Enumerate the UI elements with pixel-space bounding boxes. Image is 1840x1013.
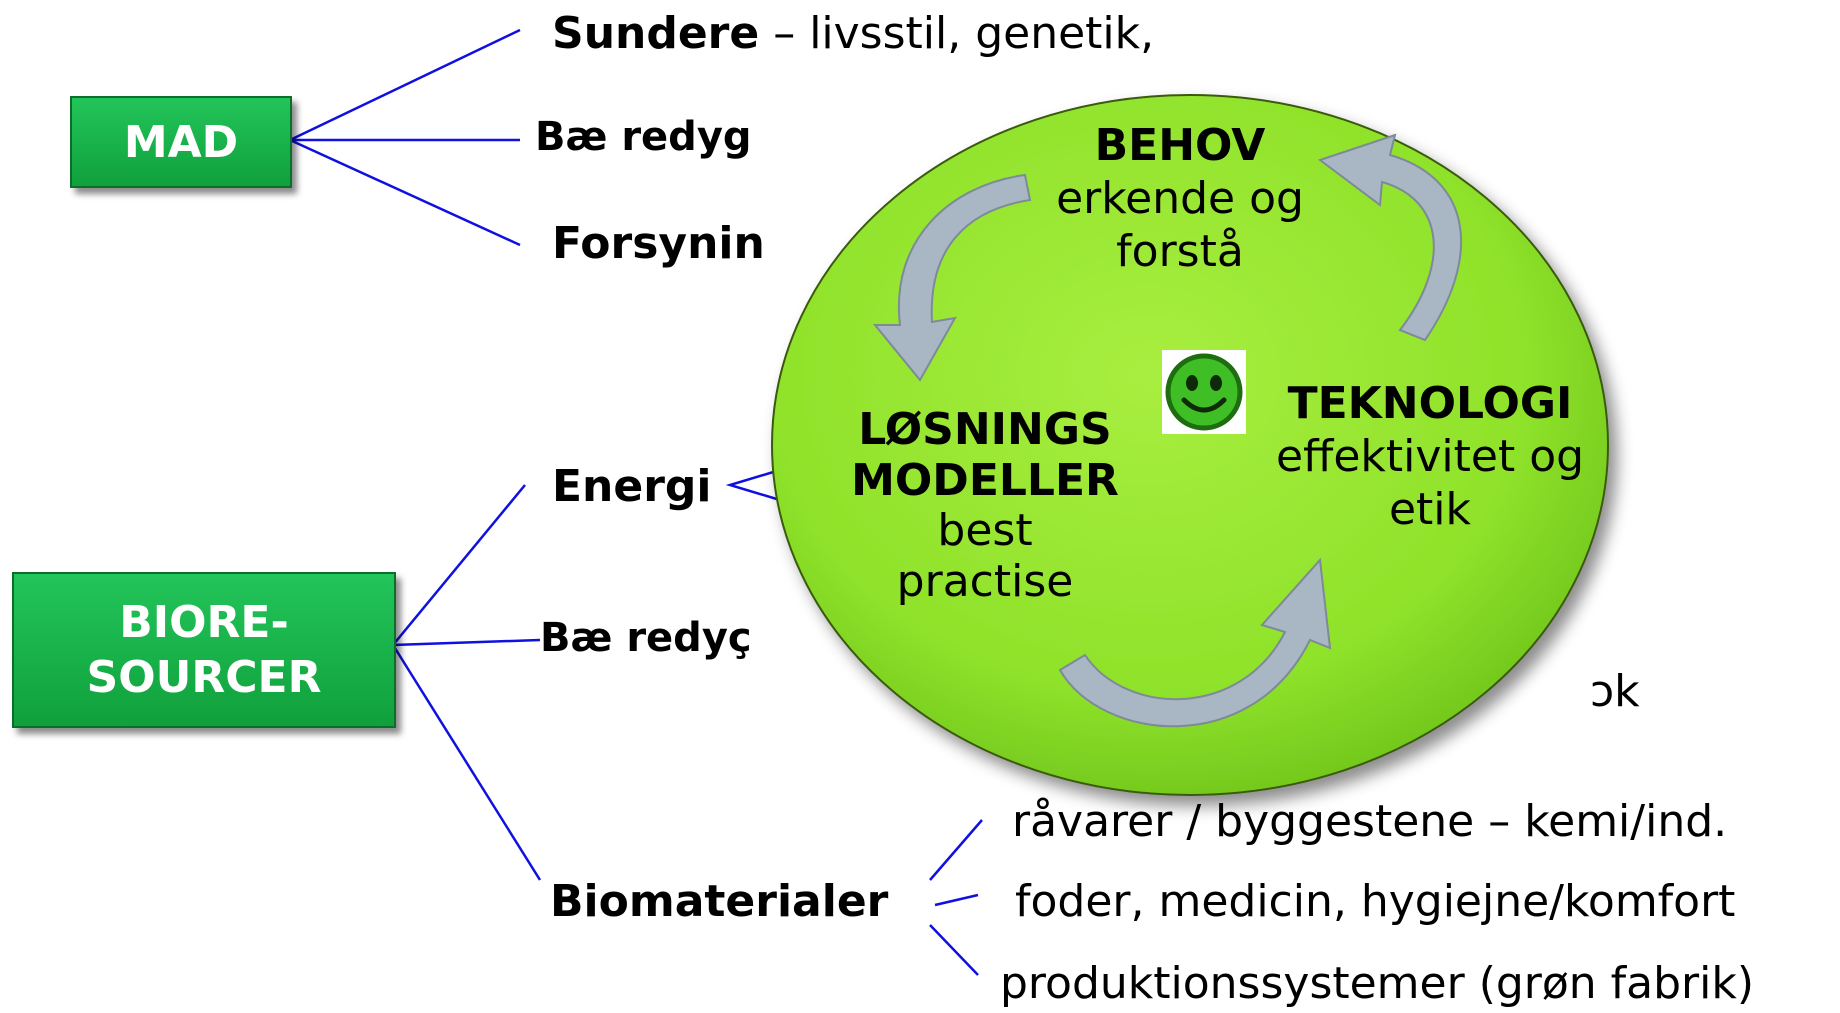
teknologi-title: TEKNOLOGI <box>1287 378 1573 429</box>
biomat-item-3: produktionssystemer (grøn fabrik) <box>1000 958 1755 1009</box>
line-bio-energi <box>392 484 526 646</box>
losnings-line2: practise <box>896 555 1074 607</box>
mad-baeredygtig-text: Bæ redyg <box>535 114 752 160</box>
line-bio-baeredygtig <box>392 638 541 647</box>
line-biomat-1 <box>929 819 983 881</box>
line-bio-biomaterialer <box>391 644 542 881</box>
line-biomat-2 <box>934 893 979 907</box>
bioressourcer-label-line2: SOURCER <box>86 652 322 703</box>
losnings-title-line1: LØSNINGS <box>858 404 1112 455</box>
bio-baeredygtig-text: Bæ redyç <box>540 615 752 661</box>
biomaterialer-text: Biomaterialer <box>550 876 889 927</box>
teknologi-line1: effektivitet og <box>1275 430 1585 482</box>
line-mad-sundere <box>289 28 521 142</box>
behov-title: BEHOV <box>1094 120 1266 171</box>
teknologi-block: TEKNOLOGI effektivitet og etik <box>1250 378 1610 536</box>
energi-text: Energi <box>552 461 712 512</box>
sundere-rest: – livsstil, genetik, <box>759 8 1155 59</box>
behov-block: BEHOV erkende og forstå <box>1020 120 1340 278</box>
biomat-item-2: foder, medicin, hygiejne/komfort <box>1015 876 1736 927</box>
biomat-item-1: råvarer / byggestene – kemi/ind. <box>1012 796 1728 847</box>
behov-line2: forstå <box>1116 225 1244 277</box>
losnings-line1: best <box>937 505 1033 557</box>
losnings-title-line2: MODELLER <box>851 454 1119 506</box>
mad-box: MAD <box>70 96 292 188</box>
teknologi-line2: etik <box>1388 483 1472 535</box>
forsyning-text: Forsynin <box>552 218 765 269</box>
losnings-block: LØSNINGS MODELLER best practise <box>815 404 1155 607</box>
ok-fragment-text: ɔk <box>1590 666 1640 717</box>
energi-arrow-mark <box>725 468 781 502</box>
sundere-bold: Sundere <box>552 8 760 59</box>
line-biomat-3 <box>929 924 979 976</box>
sundere-text: Sundere – livsstil, genetik, <box>552 12 1154 56</box>
mad-label: MAD <box>123 116 239 168</box>
behov-line1: erkende og <box>1056 172 1304 224</box>
bioressourcer-box: BIORE- SOURCER <box>12 572 396 728</box>
line-mad-forsyning <box>289 138 521 247</box>
smiley-icon <box>1162 350 1246 434</box>
bioressourcer-label-line1: BIORE- <box>119 597 289 648</box>
